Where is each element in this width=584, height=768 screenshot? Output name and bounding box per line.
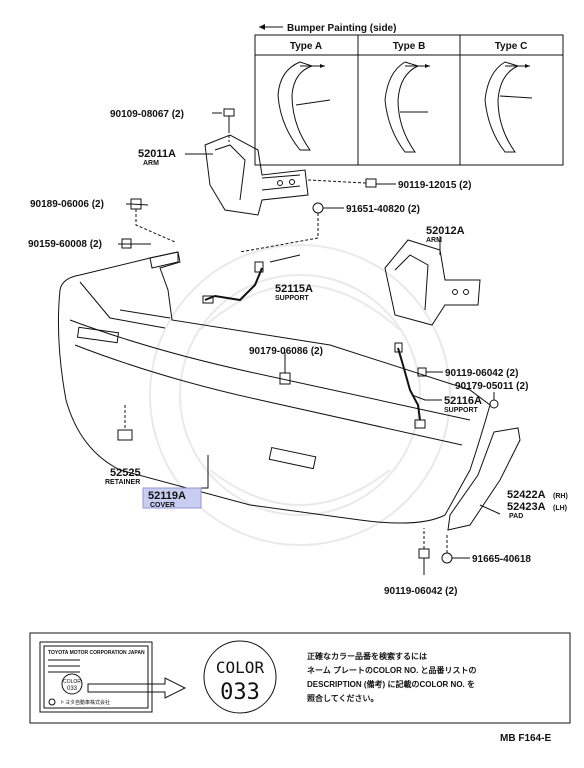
clip-90179-06086 [279, 360, 291, 385]
note-line-2: ネーム プレートのCOLOR NO. と品番リストの [307, 666, 477, 675]
plate-color-circle [61, 673, 83, 695]
part-91651-40820-label: 91651-40820 (2) [346, 204, 420, 215]
part-52115a-desc: SUPPORT [275, 295, 310, 302]
support-52115a-shape [202, 261, 264, 304]
part-52012a-label: 52012A [426, 225, 465, 237]
part-52012a-desc: ARM [426, 237, 442, 244]
watermark-emblem [149, 244, 451, 546]
part-52119a-desc: COVER [150, 502, 175, 509]
part-90119-06042-lower-label: 90119-06042 (2) [384, 586, 457, 597]
note-line-1: 正確なカラー品番を検索するには [307, 652, 427, 661]
nut-90119-06042-upper [417, 367, 443, 377]
type-a-profile [277, 61, 331, 151]
note-line-3: DESCRIPTION (備考) に記載のCOLOR NO. を [307, 680, 475, 689]
part-52525-desc: RETAINER [105, 479, 140, 486]
plate-color-label: COLOR [63, 679, 81, 685]
type-b-profile [384, 61, 430, 153]
arm-52012a-shape [384, 239, 481, 326]
plate-title: TOYOTA MOTOR CORPORATION JAPAN [48, 650, 145, 656]
part-52422a-side: (RH) [553, 493, 568, 500]
part-52116a-label: 52116A [444, 395, 482, 407]
part-90179-05011-label: 90179-05011 (2) [455, 381, 528, 392]
toyota-logo-icon [48, 698, 56, 706]
support-52116a-shape [394, 342, 426, 429]
part-91665-40618-label: 91665-40618 [472, 554, 531, 565]
color-code-circle [203, 640, 277, 714]
type-c-profile [484, 61, 533, 153]
nut-90159-60008 [118, 238, 132, 249]
painting-table-title: Bumper Painting (side) [287, 23, 396, 34]
part-90179-06086-label: 90179-06086 (2) [249, 346, 323, 357]
retainer-52525-shape [117, 405, 133, 441]
plate-color-code: 033 [67, 686, 78, 692]
color-note-box: TOYOTA MOTOR CORPORATION JAPAN COLOR 033… [29, 632, 571, 724]
part-90109-08067-label: 90109-08067 (2) [110, 109, 184, 120]
bumper-cover-shape [57, 251, 491, 524]
pad-52422a-shape [447, 427, 521, 531]
color-note-text: 正確なカラー品番を検索するには ネーム プレートのCOLOR NO. と品番リス… [307, 650, 557, 706]
part-52116a-desc: SUPPORT [444, 407, 479, 414]
plate-maker: トヨタ自動車株式会社 [60, 699, 110, 706]
note-line-4: 照合してください。 [307, 694, 379, 703]
part-90189-06006-label: 90189-06006 (2) [30, 199, 104, 210]
part-52011a-desc: ARM [143, 160, 159, 167]
cover-highlight [142, 487, 202, 509]
color-circle-code: 033 [220, 680, 260, 705]
type-b-header: Type B [393, 41, 426, 52]
bumper-painting-table: Bumper Painting (side) Type A Type B Typ… [254, 23, 564, 166]
bolt-90119-12015 [307, 178, 396, 188]
part-52422a-label: 52422A [507, 489, 546, 501]
type-a-header: Type A [290, 41, 322, 52]
figure-code: MB F164-E [500, 733, 551, 744]
part-52423a-side: (LH) [553, 505, 567, 512]
arrow-right-icon [87, 677, 187, 699]
nut-90119-06042-lower [418, 528, 430, 575]
type-c-header: Type C [495, 41, 528, 52]
part-52423a-label: 52423A [507, 501, 546, 513]
color-circle-label: COLOR [216, 658, 265, 677]
part-52119a-label: 52119A [148, 490, 186, 502]
part-90119-06042-upper-label: 90119-06042 (2) [445, 368, 518, 379]
part-52423a-desc: PAD [509, 513, 523, 520]
part-52115a-label: 52115A [275, 283, 313, 295]
bolt-90109-08067 [212, 108, 235, 142]
part-90119-12015-label: 90119-12015 (2) [398, 180, 471, 191]
nut-90189-06006 [126, 198, 142, 210]
washer-91651-40820 [239, 202, 344, 253]
washer-91665-40618 [441, 535, 470, 564]
clip-90179-05011 [489, 392, 499, 409]
part-90159-60008-label: 90159-60008 (2) [28, 239, 102, 250]
arm-52011a-shape [204, 134, 309, 216]
part-52011a-label: 52011A [138, 148, 176, 160]
part-52525-label: 52525 [110, 467, 141, 479]
